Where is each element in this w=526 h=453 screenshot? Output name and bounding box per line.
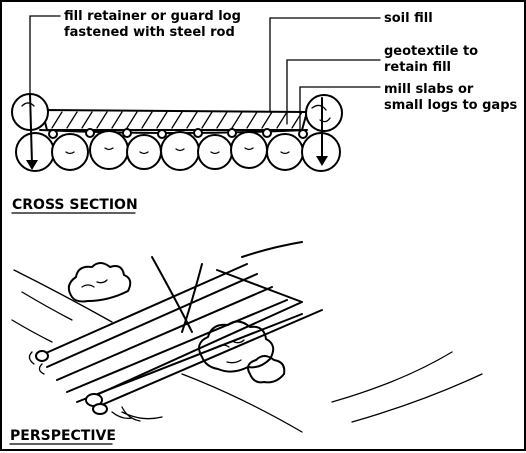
mill-slabs [48,128,308,139]
perspective-view: PERSPECTIVE [9,241,483,445]
soil-fill-layer [41,109,308,131]
cross-section-view: fill retainer or guard log fastened with… [11,9,518,214]
steel-rods [26,93,328,170]
soil-fill-label: soil fill [384,11,433,26]
brush-upper [67,262,132,303]
log-crossing-road [151,241,303,333]
base-log [197,134,233,170]
fill-retainer-label: fill retainer or guard log [64,9,241,24]
perspective-heading: PERSPECTIVE [10,428,116,444]
mill-slabs-label: mill slabs or [384,82,474,97]
guard-log-right [305,94,343,132]
terrain-lines [11,269,483,433]
fill-retainer-label-2: fastened with steel rod [64,25,235,40]
geotextile-label: geotextile to [384,44,478,59]
base-log [266,133,304,171]
mill-slabs-label-2: small logs to gaps [384,98,518,113]
geotextile-label-2: retain fill [384,60,451,75]
label-leaders [29,15,381,131]
log-bundle-lower [85,301,323,422]
base-logs-row [15,130,341,172]
base-log [15,132,55,172]
base-log [51,133,89,171]
base-log [126,134,162,170]
cross-section-heading: CROSS SECTION [12,197,138,213]
